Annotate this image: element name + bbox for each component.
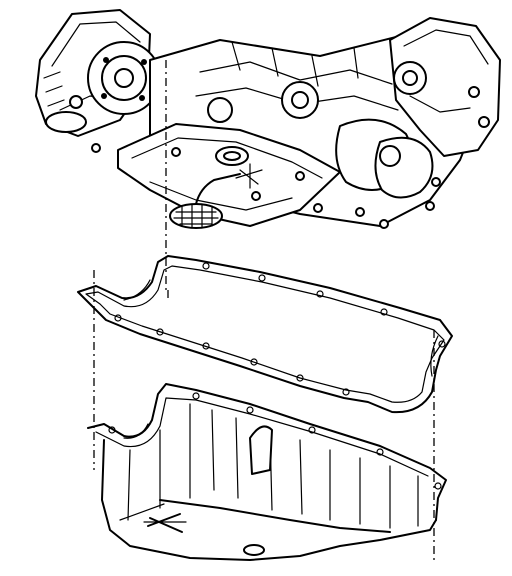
engine-block [35,9,501,229]
oil-pan [87,383,447,561]
alignment-centerlines [93,60,435,560]
oil-pan-gasket [77,255,453,414]
